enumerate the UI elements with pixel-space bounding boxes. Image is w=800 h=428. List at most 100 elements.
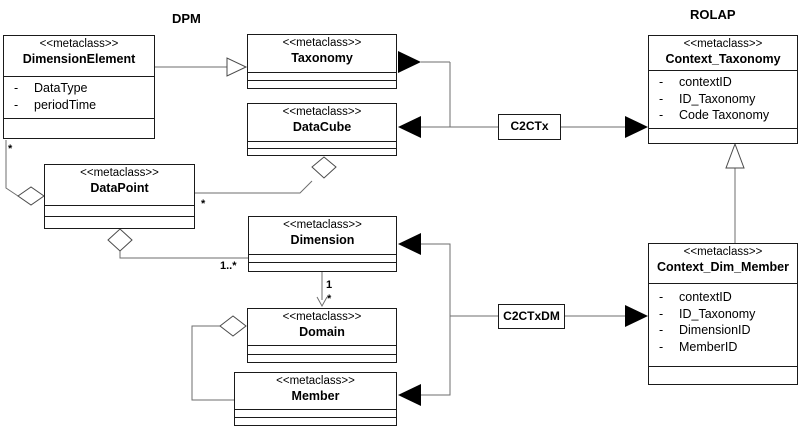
class-context-dim-member: <<metaclass>> Context_Dim_Member -contex… [648,243,798,385]
operation-section [249,262,396,271]
hollow-diamond-datapoint-bottom [107,228,133,252]
class-dimension-element: <<metaclass>> DimensionElement -DataType… [3,35,155,139]
attribute-name: DimensionID [679,323,751,337]
attribute-section [249,254,396,262]
multiplicity-dimension-one: 1 [326,279,333,291]
attribute-section [248,345,396,354]
stereotype-label: <<metaclass>> [283,219,362,231]
attribute-section [45,205,194,216]
class-header: <<metaclass>> Member [235,373,396,409]
hollow-diamond-domain [219,315,247,337]
operation-section [248,80,396,88]
stereotype-label: <<metaclass>> [282,311,362,323]
attribute-name: MemberID [679,339,738,354]
link-c2ctxdm-dimension-member [421,243,451,396]
class-header: <<metaclass>> DataPoint [45,165,194,205]
stereotype-label: <<metaclass>> [282,37,362,49]
rolap-heading: ROLAP [690,7,736,22]
attribute-bullet: - [659,323,664,337]
attribute-section: -DataType -periodTime [4,76,154,118]
stereotype-label: <<metaclass>> [80,167,159,179]
filled-arrow-context-dim-member [625,305,648,327]
class-dimension: <<metaclass>> Dimension [248,216,397,272]
attribute-item: - DimensionID [659,322,797,339]
attribute-section [248,72,396,80]
stereotype-label: <<metaclass>> [683,38,763,50]
dpm-heading: DPM [172,11,201,26]
class-name: Dimension [290,233,355,247]
class-member: <<metaclass>> Member [234,372,397,426]
attribute-section: -contextID -ID_Taxonomy -Code Taxonomy [649,70,797,128]
filled-arrow-member [398,384,421,406]
operation-section [248,148,396,156]
filled-arrow-context-taxonomy [625,116,648,138]
attribute-bullet: - [659,306,664,321]
attribute-bullet: - [14,81,19,95]
class-datapoint: <<metaclass>> DataPoint [44,164,195,229]
connector-c2ctxdm: C2CTxDM [498,304,565,329]
hollow-diamond-datapoint [17,186,45,206]
multiplicity-dimension-element: * [8,143,13,155]
attribute-name: Code Taxonomy [679,108,770,122]
stereotype-label: <<metaclass>> [282,106,362,118]
operation-section [45,216,194,227]
class-header: <<metaclass>> Taxonomy [248,35,396,72]
class-context-taxonomy: <<metaclass>> Context_Taxonomy - contextI… [648,35,798,144]
class-header: <<metaclass>> DimensionElement [4,36,154,76]
filled-arrow-taxonomy [398,51,421,73]
attribute-bullet: - [14,97,19,112]
attribute-name: contextID [679,75,732,89]
attribute-bullet: - [659,91,664,106]
multiplicity-datapoint: * [201,198,206,210]
open-arrow-domain [316,296,328,308]
class-header: <<metaclass>> Context_Taxonomy [649,36,797,70]
attribute-name: contextID [679,290,732,304]
class-name: DimensionElement [22,52,136,66]
attribute-item: - Code Taxonomy [659,107,797,124]
attribute-item: -MemberID [659,339,797,356]
attribute-item: -ID_Taxonomy [659,91,797,108]
attribute-section: -contextID -ID_Taxonomy -DimensionID -Me… [649,283,797,366]
aggregation-line-dimensionelement-datapoint [5,140,19,197]
multiplicity-domain: * [327,293,332,305]
class-header: <<metaclass>> DataCube [248,104,396,141]
attribute-item: - contextID [659,74,797,91]
class-domain: <<metaclass>> Domain [247,308,397,363]
stereotype-label: <<metaclass>> [683,246,763,258]
class-header: <<metaclass>> Context_Dim_Member [649,244,797,283]
operation-section [649,128,797,144]
class-name: Domain [299,325,345,339]
hollow-triangle-context-taxonomy [725,142,745,169]
aggregation-line-domain-member [191,325,234,401]
attribute-item: -DataType [14,80,154,97]
attribute-name: periodTime [34,97,97,112]
class-header: <<metaclass>> Dimension [249,217,396,254]
class-name: Context_Taxonomy [665,52,781,66]
class-name: Member [291,389,340,403]
hollow-triangle-taxonomy [226,57,248,77]
aggregation-line-datapoint-datacube [195,180,313,194]
filled-arrow-dimension [398,233,421,255]
operation-section [235,417,396,426]
attribute-name: ID_Taxonomy [679,306,756,321]
attribute-item: -contextID [659,289,797,306]
attribute-section [248,141,396,148]
attribute-name: ID_Taxonomy [679,91,756,106]
filled-arrow-datacube [398,116,421,138]
connector-c2ctx: C2CTx [498,114,561,140]
multiplicity-dimension-one-to-many: 1..* [220,260,237,272]
operation-section [248,354,396,363]
attribute-bullet: - [659,108,664,122]
class-datacube: <<metaclass>> DataCube [247,103,397,156]
attribute-bullet: - [659,75,664,89]
attribute-item: -ID_Taxonomy [659,306,797,323]
class-header: <<metaclass>> Domain [248,309,396,345]
operation-section [649,366,797,385]
stereotype-label: <<metaclass>> [39,38,119,50]
attribute-item: -periodTime [14,97,154,114]
association-line-datapoint-dimension [119,250,248,259]
class-name: Context_Dim_Member [657,260,789,274]
stereotype-label: <<metaclass>> [276,375,355,387]
